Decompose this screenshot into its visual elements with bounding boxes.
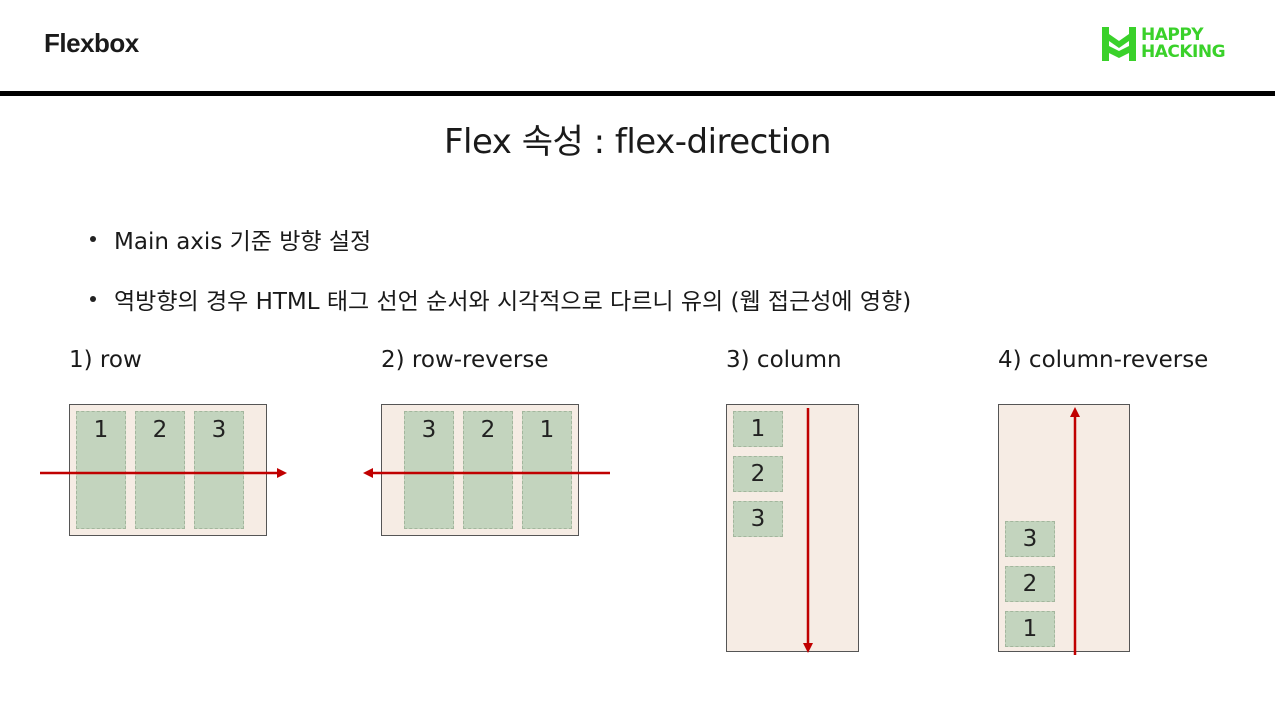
happy-hacking-logo: HAPPY HACKING <box>1102 25 1226 62</box>
flex-item: 1 <box>1005 611 1055 647</box>
bullet-item: Main axis 기준 방향 설정 <box>90 222 371 256</box>
flex-item: 1 <box>76 411 126 529</box>
bullet-text: 역방향의 경우 HTML 태그 선언 순서와 시각적으로 다르니 유의 (웹 접… <box>114 289 912 315</box>
flex-item: 2 <box>463 411 513 529</box>
bullet-dot-icon <box>90 296 96 302</box>
flex-container-column-reverse: 3 2 1 <box>998 404 1130 652</box>
flex-container-row-reverse: 3 2 1 <box>381 404 579 536</box>
flex-container-column: 1 2 3 <box>726 404 859 652</box>
example-label-row-reverse: 2) row-reverse <box>381 347 549 373</box>
flex-container-row: 1 2 3 <box>69 404 267 536</box>
logo-text-line2: HACKING <box>1141 42 1226 62</box>
bullet-dot-icon <box>90 236 96 242</box>
bullet-item: 역방향의 경우 HTML 태그 선언 순서와 시각적으로 다르니 유의 (웹 접… <box>90 282 911 316</box>
example-label-column: 3) column <box>726 347 842 373</box>
flex-item: 2 <box>1005 566 1055 602</box>
example-label-column-reverse: 4) column-reverse <box>998 347 1209 373</box>
flex-item: 3 <box>1005 521 1055 557</box>
slide-title: Flex 속성 : flex-direction <box>443 122 832 162</box>
logo-mark-icon <box>1102 27 1136 61</box>
flex-item: 1 <box>522 411 572 529</box>
flex-item: 3 <box>194 411 244 529</box>
page-header-title: Flexbox <box>44 28 139 58</box>
flex-item: 1 <box>733 411 783 447</box>
flex-item: 3 <box>404 411 454 529</box>
logo-text-line1: HAPPY <box>1141 25 1204 45</box>
bullet-text: Main axis 기준 방향 설정 <box>114 229 372 255</box>
flex-item: 2 <box>135 411 185 529</box>
flex-item: 3 <box>733 501 783 537</box>
example-label-row: 1) row <box>69 347 142 373</box>
header-divider <box>0 91 1275 96</box>
flex-item: 2 <box>733 456 783 492</box>
